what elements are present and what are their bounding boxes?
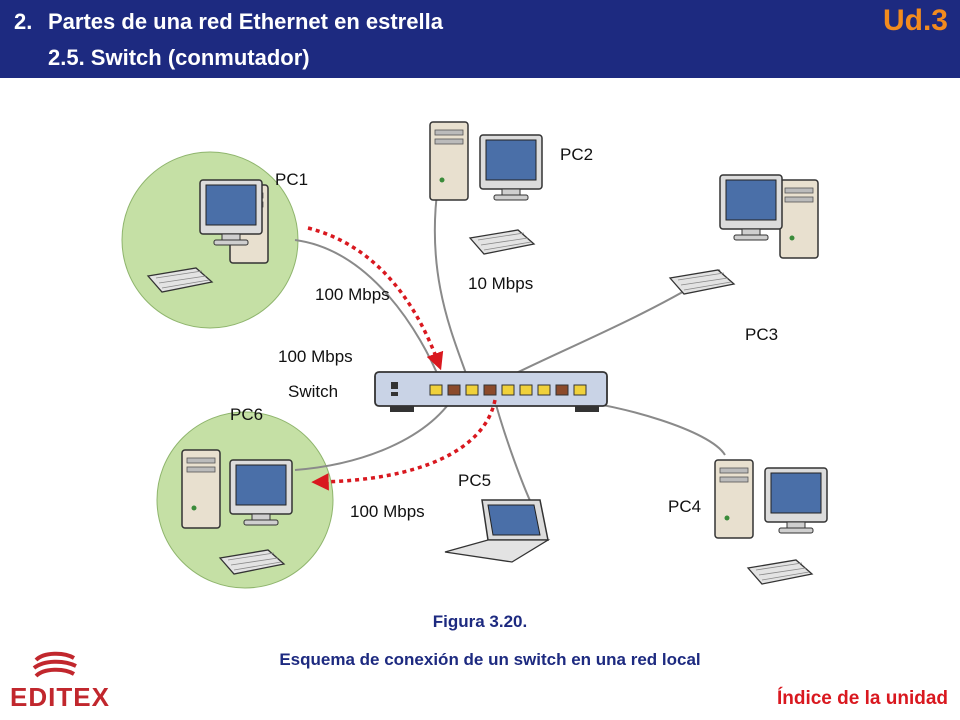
- pc6-label: PC6: [230, 405, 263, 424]
- switch-label: Switch: [288, 382, 338, 401]
- pc2-icon: [429, 121, 543, 255]
- section-title: Partes de una red Ethernet en estrella: [48, 9, 443, 34]
- figure-caption: Esquema de conexión de un switch en una …: [279, 650, 701, 669]
- index-link[interactable]: Índice de la unidad: [776, 688, 948, 709]
- editex-logo-text: EDITEX: [10, 682, 110, 712]
- unit-badge: Ud.3: [882, 4, 948, 37]
- section-number: 2.: [14, 9, 33, 34]
- switch-ports: [429, 384, 587, 396]
- traffic-arrow-in: [307, 226, 444, 371]
- speed-pc2-label: 10 Mbps: [468, 274, 533, 293]
- pc4-label: PC4: [668, 497, 701, 516]
- speed-pc1-label: 100 Mbps: [315, 285, 390, 304]
- traffic-arrow-out: [311, 399, 497, 491]
- pc1-highlight: [121, 151, 299, 329]
- figure-number: Figura 3.20.: [432, 612, 528, 631]
- switch-device: [374, 371, 608, 412]
- editex-logo-icon: [32, 651, 77, 678]
- speed-pc6-label: 100 Mbps: [350, 502, 425, 521]
- pc2-label: PC2: [560, 145, 593, 164]
- switch-speed-label: 100 Mbps: [278, 347, 353, 366]
- pc1-label: PC1: [275, 170, 308, 189]
- pc4-icon: [714, 459, 828, 585]
- slide-header: 2. Partes de una red Ethernet en estrell…: [0, 0, 960, 78]
- pc3-icon: [669, 174, 819, 295]
- network-diagram: PC1 PC2 PC3 PC4 PC5 PC6 100 Mbps 10 Mbps…: [121, 121, 828, 589]
- pc3-label: PC3: [745, 325, 778, 344]
- section-subtitle: 2.5. Switch (conmutador): [48, 45, 310, 70]
- pc5-laptop-icon: [444, 499, 551, 563]
- pc5-label: PC5: [458, 471, 491, 490]
